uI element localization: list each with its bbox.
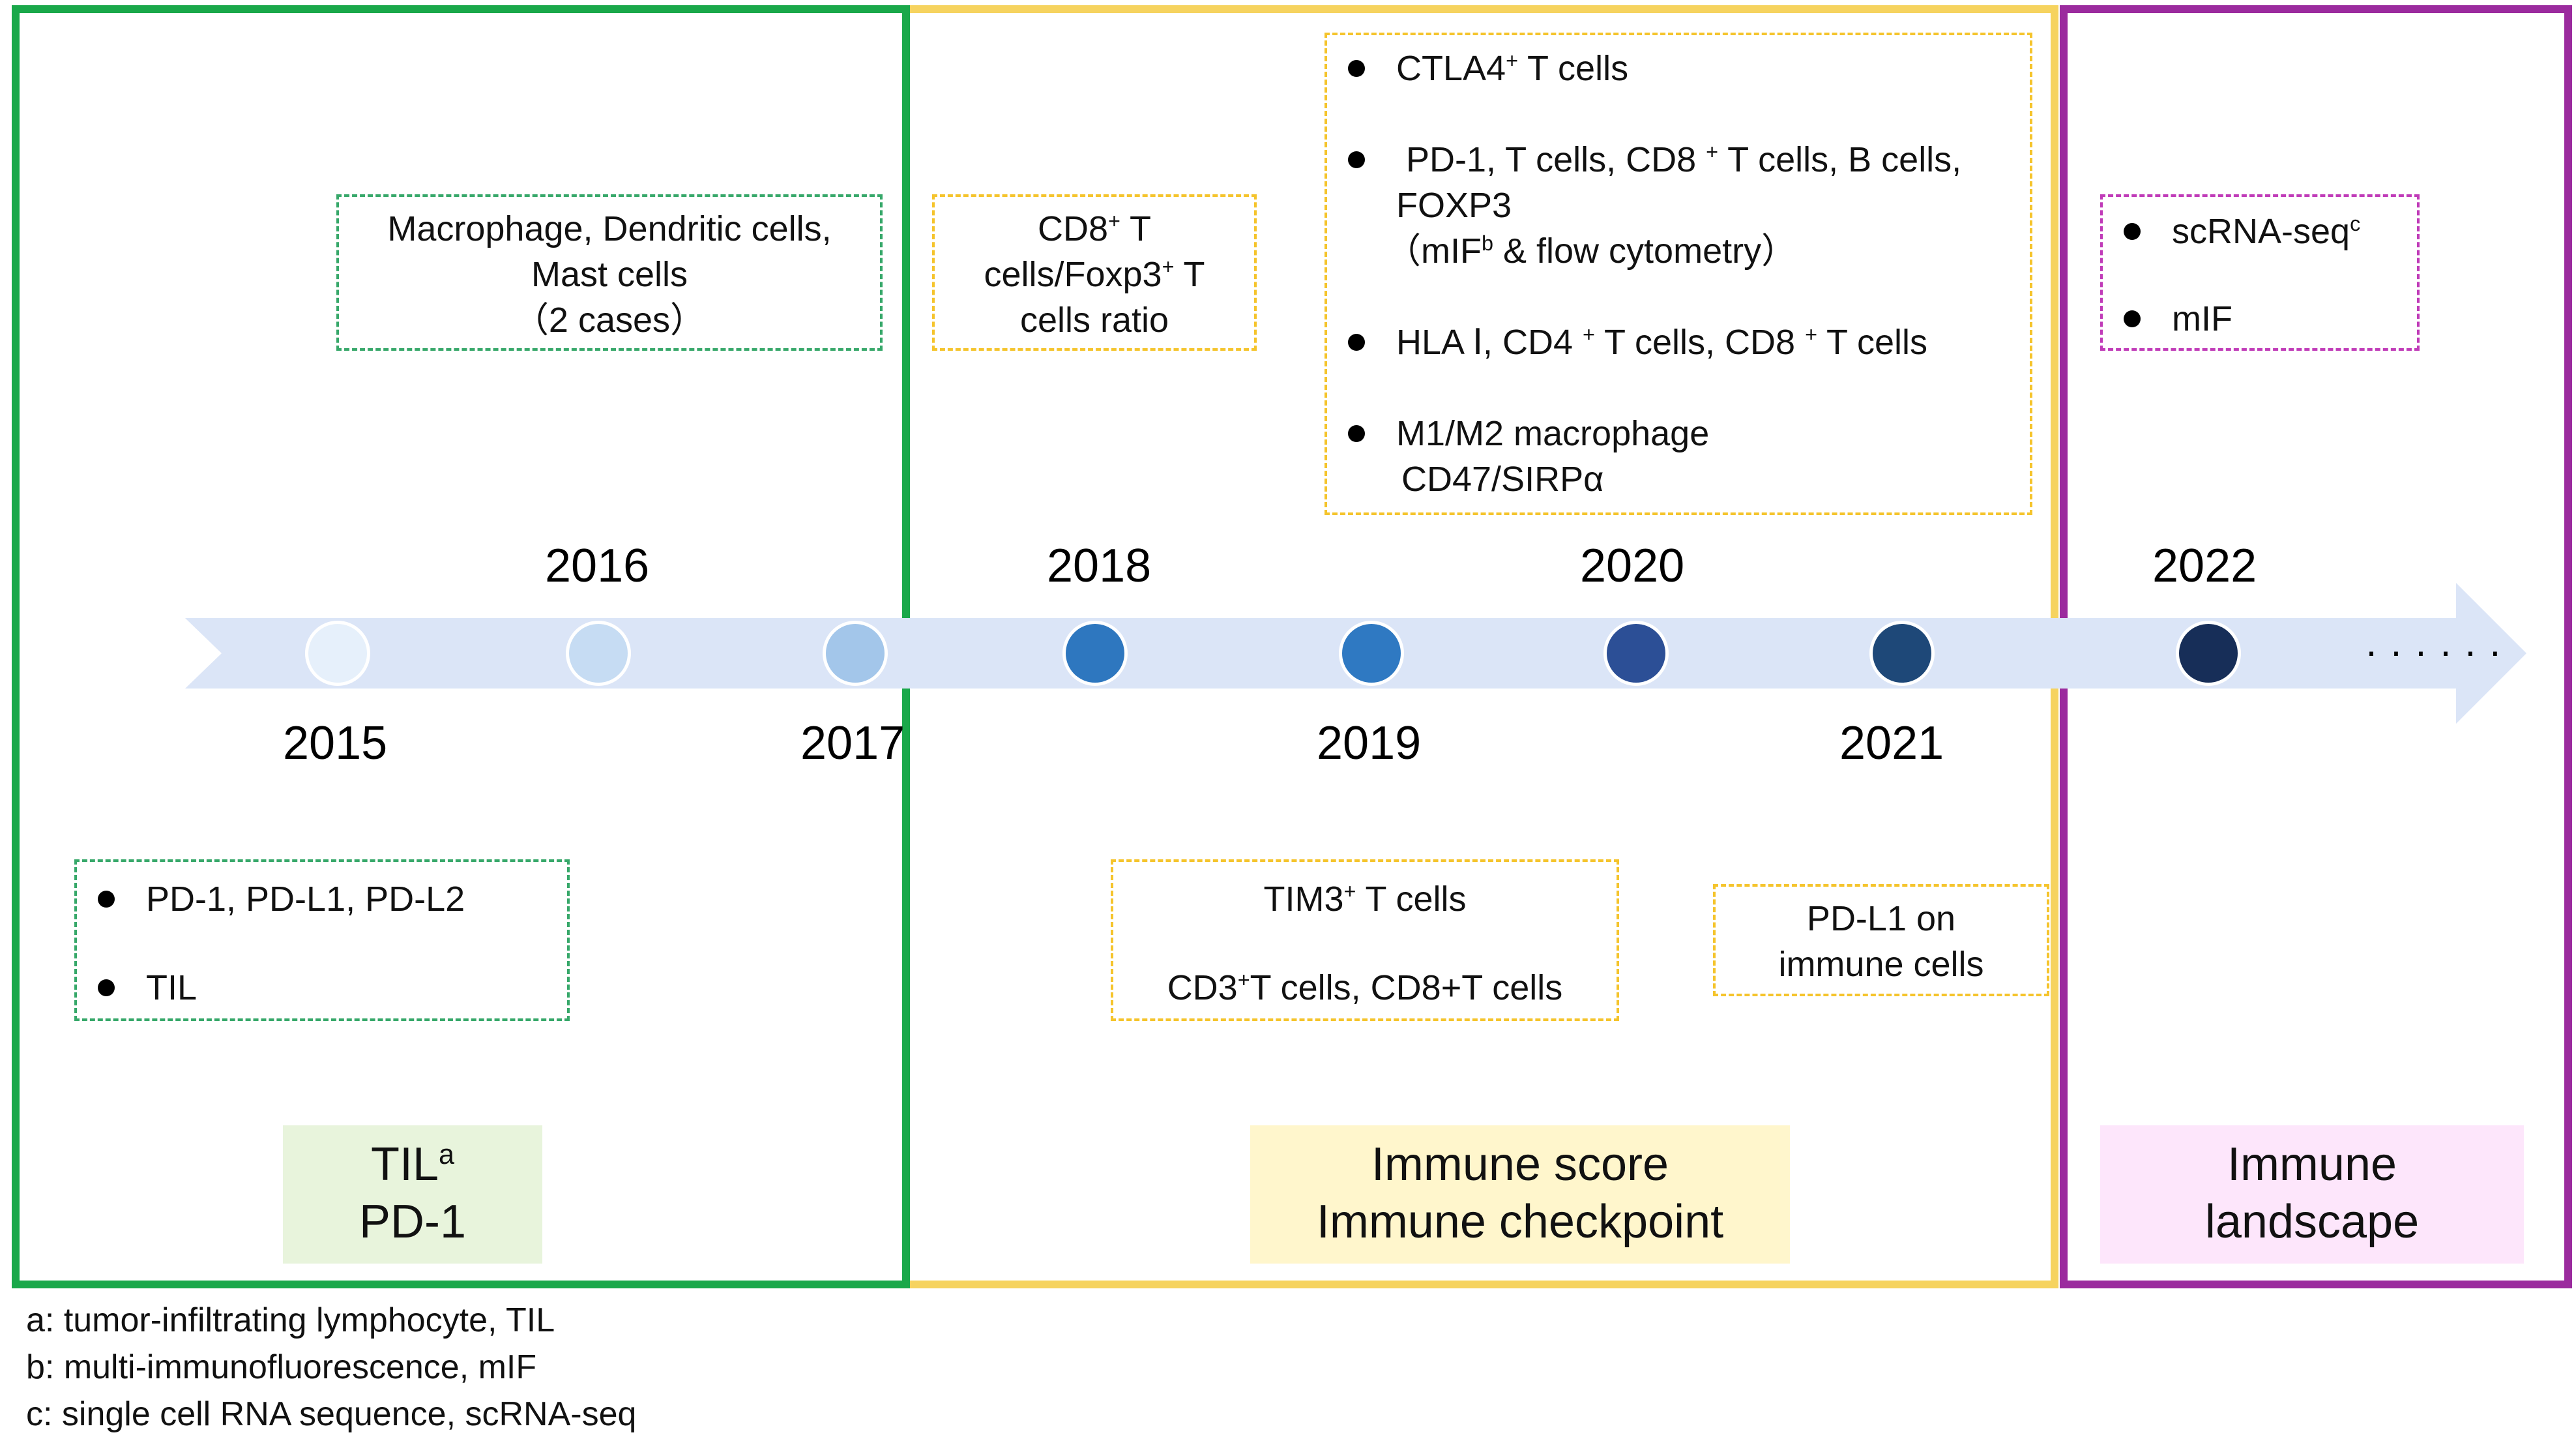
bullet-icon <box>1348 424 1365 442</box>
box-2020-item-macrophage: M1/M2 macrophage <box>1348 411 1709 456</box>
bullet-icon <box>2124 310 2141 327</box>
box-2016-line1: Macrophage, Dendritic cells, <box>387 209 832 248</box>
period-label-immune-score-line2: Immune checkpoint <box>1316 1196 1724 1248</box>
footnote-a: a: tumor-infiltrating lymphocyte, TIL <box>26 1301 555 1339</box>
timeline-node-2018 <box>1062 621 1128 686</box>
footnote-b: b: multi-immunofluorescence, mIF <box>26 1348 537 1386</box>
bullet-icon <box>1348 151 1365 168</box>
bullet-icon <box>98 979 115 996</box>
year-label-2015: 2015 <box>283 717 388 769</box>
box-2020-item-pd1: PD-1, T cells, CD8 + T cells, B cells, <box>1348 137 1961 183</box>
box-2018-line2: cells/Foxp3+ T <box>984 255 1205 294</box>
year-label-2019: 2019 <box>1317 717 1422 769</box>
bullet-icon <box>1348 59 1365 77</box>
period-region-immune-landscape <box>2060 5 2572 1288</box>
event-box-2016: Macrophage, Dendritic cells, Mast cells … <box>336 194 883 351</box>
event-box-2022: scRNA-seqc mIF <box>2100 194 2420 351</box>
year-label-2021: 2021 <box>1839 717 1944 769</box>
bullet-icon <box>2124 222 2141 240</box>
timeline-node-2021 <box>1869 621 1935 686</box>
box-2020-item-ctla4: CTLA4+ T cells <box>1348 46 1628 91</box>
box-2020-item-pd1-line3: （mIFb & flow cytometry） <box>1386 231 1797 271</box>
bullet-icon <box>98 890 115 908</box>
box-2016-line3: （2 cases） <box>513 301 706 340</box>
event-box-2018: CD8+ T cells/Foxp3+ T cells ratio <box>932 194 1257 351</box>
event-box-2020: CTLA4+ T cells PD-1, T cells, CD8 + T ce… <box>1325 33 2032 515</box>
event-box-2015: PD-1, PD-L1, PD-L2 TIL <box>74 859 570 1021</box>
box-2015-item-til: TIL <box>98 965 197 1011</box>
box-2020-item-macrophage-line2: CD47/SIRPα <box>1401 460 1604 499</box>
box-2021-line2: immune cells <box>1778 945 1984 984</box>
year-label-2016: 2016 <box>545 540 650 592</box>
period-label-immune-landscape: Immune landscape <box>2100 1125 2524 1264</box>
year-label-2018: 2018 <box>1047 540 1152 592</box>
period-label-tila-line2: PD-1 <box>359 1196 467 1248</box>
box-2020-item-pd1-line2: FOXP3 <box>1396 186 1512 225</box>
period-region-tila-pd1 <box>12 5 910 1288</box>
timeline-node-2017 <box>823 621 888 686</box>
box-2022-item-mif: mIF <box>2124 296 2232 342</box>
box-2018-line1: CD8+ T <box>1038 209 1151 248</box>
box-2019-line1: TIM3+ T cells <box>1263 880 1467 919</box>
timeline-node-2022 <box>2176 621 2241 686</box>
box-2022-item-scrnaseq: scRNA-seqc <box>2124 209 2360 254</box>
box-2018-line3: cells ratio <box>1019 301 1169 340</box>
timeline-node-2019 <box>1339 621 1404 686</box>
period-label-tila-line1: TILa <box>370 1138 455 1191</box>
box-2021-line1: PD-L1 on <box>1806 899 1956 938</box>
timeline-node-2015 <box>305 621 370 686</box>
box-2016-line2: Mast cells <box>531 255 688 294</box>
period-label-immune-landscape-line1: Immune <box>2227 1138 2397 1191</box>
year-label-2022: 2022 <box>2152 540 2257 592</box>
period-label-immune-score: Immune score Immune checkpoint <box>1250 1125 1790 1264</box>
timeline-node-2016 <box>566 621 631 686</box>
year-label-2017: 2017 <box>800 717 905 769</box>
year-label-2020: 2020 <box>1580 540 1685 592</box>
footnote-c: c: single cell RNA sequence, scRNA-seq <box>26 1395 637 1433</box>
timeline-node-2020 <box>1603 621 1669 686</box>
timeline-ellipsis: ······ <box>2365 629 2513 673</box>
box-2020-item-hla: HLA Ⅰ, CD4 + T cells, CD8 + T cells <box>1348 319 1927 365</box>
period-label-immune-landscape-line2: landscape <box>2204 1196 2420 1248</box>
event-box-2021: PD-L1 on immune cells <box>1713 884 2049 996</box>
period-label-immune-score-line1: Immune score <box>1371 1138 1669 1191</box>
box-2015-item-pd1: PD-1, PD-L1, PD-L2 <box>98 876 465 922</box>
bullet-icon <box>1348 333 1365 351</box>
event-box-2019: TIM3+ T cells CD3+T cells, CD8+T cells <box>1111 859 1619 1021</box>
period-label-tila-pd1: TILa PD-1 <box>283 1125 542 1264</box>
box-2019-line2: CD3+T cells, CD8+T cells <box>1167 968 1563 1007</box>
